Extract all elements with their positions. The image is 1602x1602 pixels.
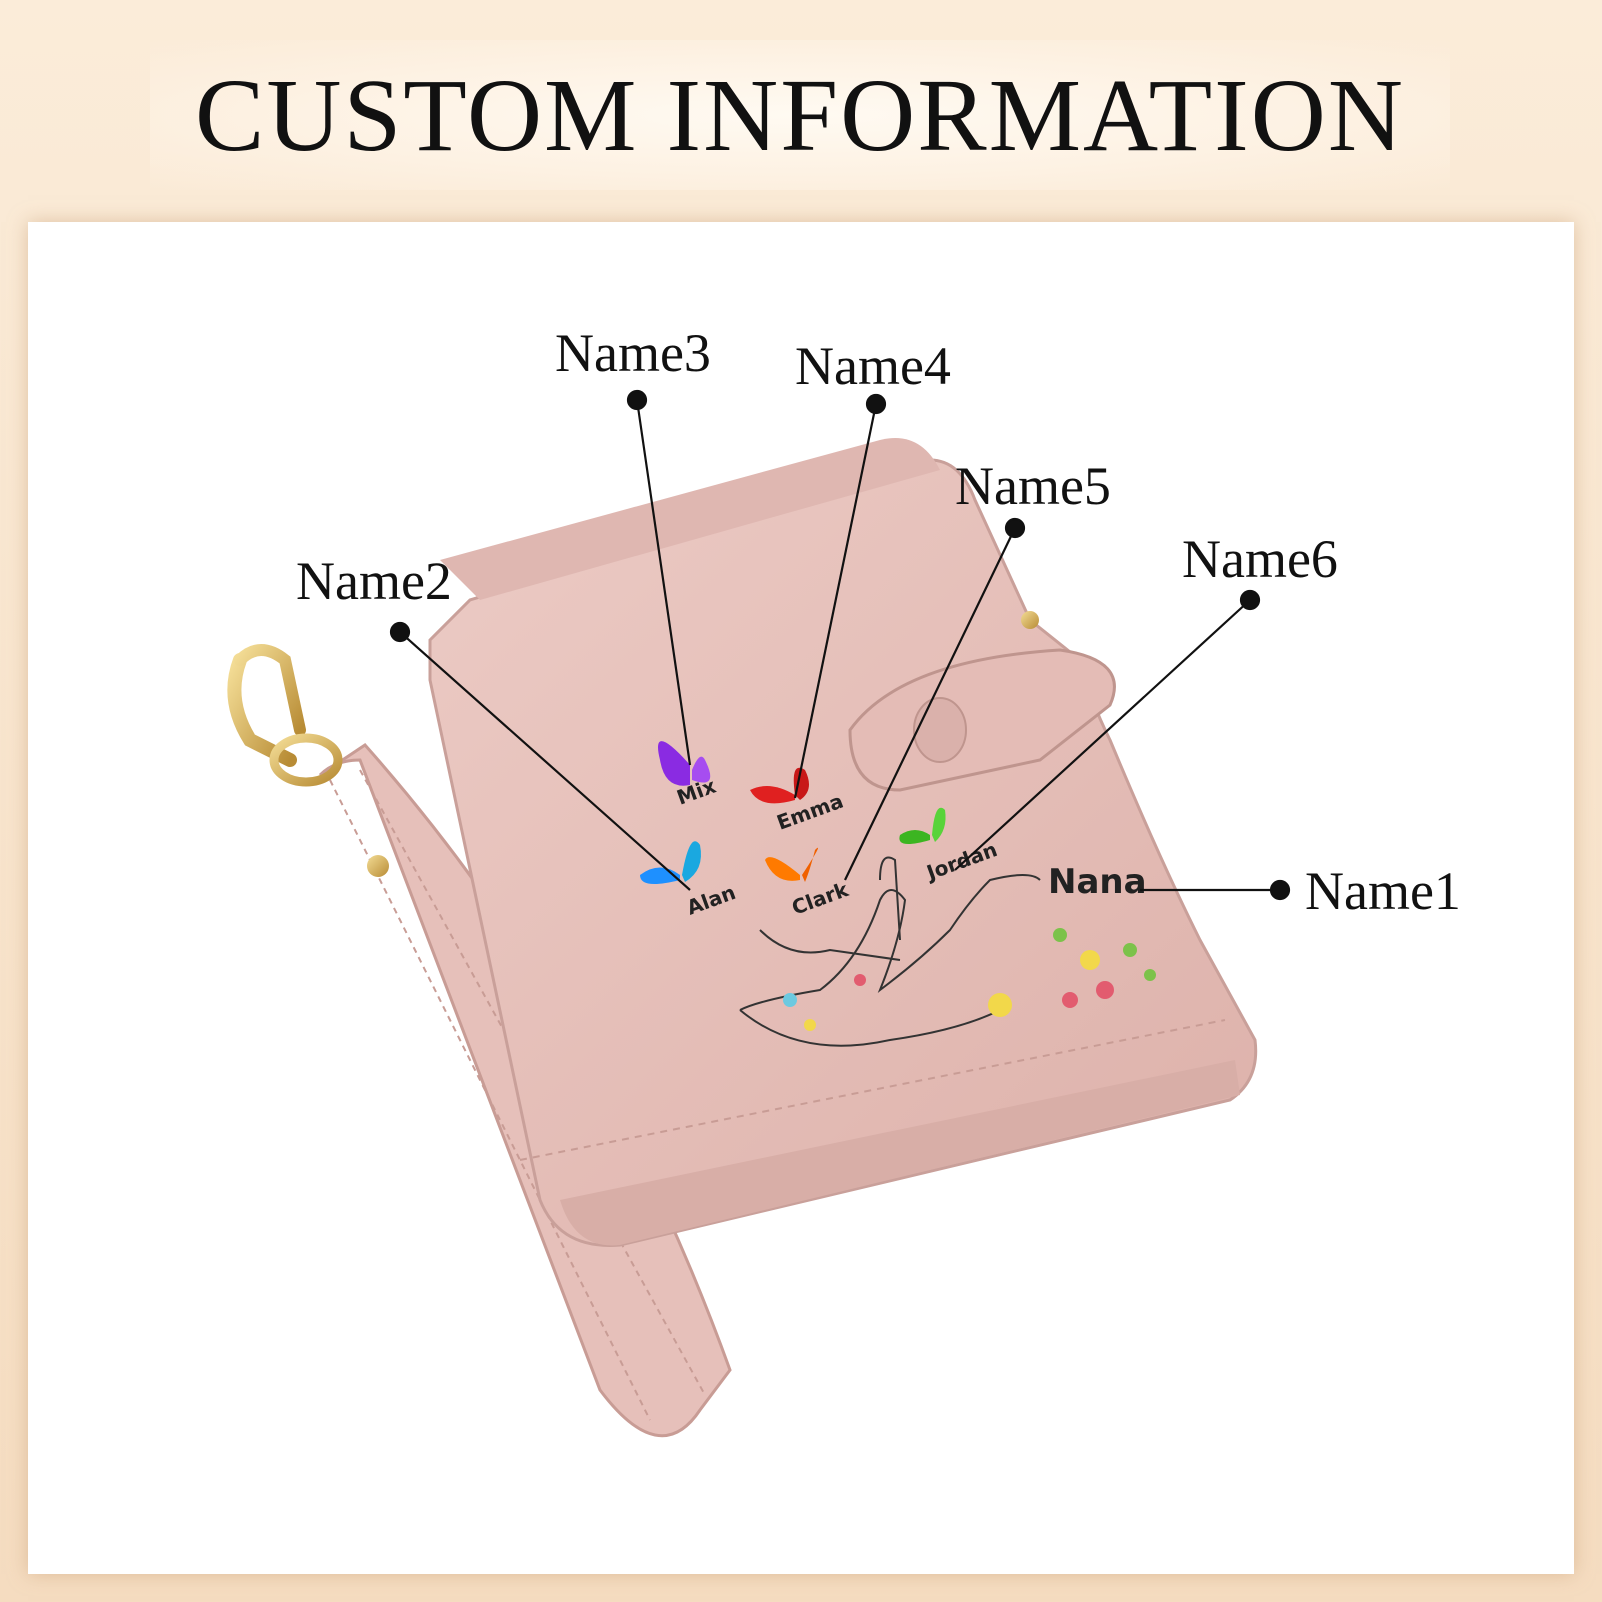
flower-decoration bbox=[783, 928, 1156, 1031]
callout-lines bbox=[389, 389, 1291, 901]
hand-illustration bbox=[739, 856, 1041, 1047]
clasp-hook-icon bbox=[227, 644, 343, 787]
callout-dot-icon bbox=[1004, 517, 1026, 539]
callout-dot-icon bbox=[1269, 879, 1291, 901]
callout-name2: Name2 bbox=[296, 551, 452, 611]
wallet-body bbox=[428, 438, 1258, 1247]
callout-dot-icon bbox=[1239, 589, 1261, 611]
butterfly-mix-icon bbox=[658, 741, 711, 786]
butterfly-emma-icon bbox=[750, 767, 809, 804]
snap-button-icon bbox=[913, 697, 967, 763]
rivet-icon bbox=[1021, 611, 1039, 629]
callout-name1: Name1 bbox=[1305, 861, 1461, 921]
callout-dot-icon bbox=[389, 621, 411, 643]
callout-name4: Name4 bbox=[795, 336, 951, 396]
callout-name3: Name3 bbox=[555, 323, 711, 383]
title-banner: CUSTOM INFORMATION bbox=[150, 40, 1450, 190]
butterfly-jordan-icon bbox=[899, 807, 946, 844]
callout-dot-icon bbox=[626, 389, 648, 411]
butterfly-clark-icon bbox=[765, 847, 819, 882]
callout-name5: Name5 bbox=[955, 456, 1111, 516]
rivet-icon bbox=[367, 855, 389, 877]
print-name-nana: Nana bbox=[1048, 862, 1147, 902]
callout-dot-icon bbox=[865, 393, 887, 415]
callout-name6: Name6 bbox=[1182, 529, 1338, 589]
page-title: CUSTOM INFORMATION bbox=[194, 57, 1405, 173]
